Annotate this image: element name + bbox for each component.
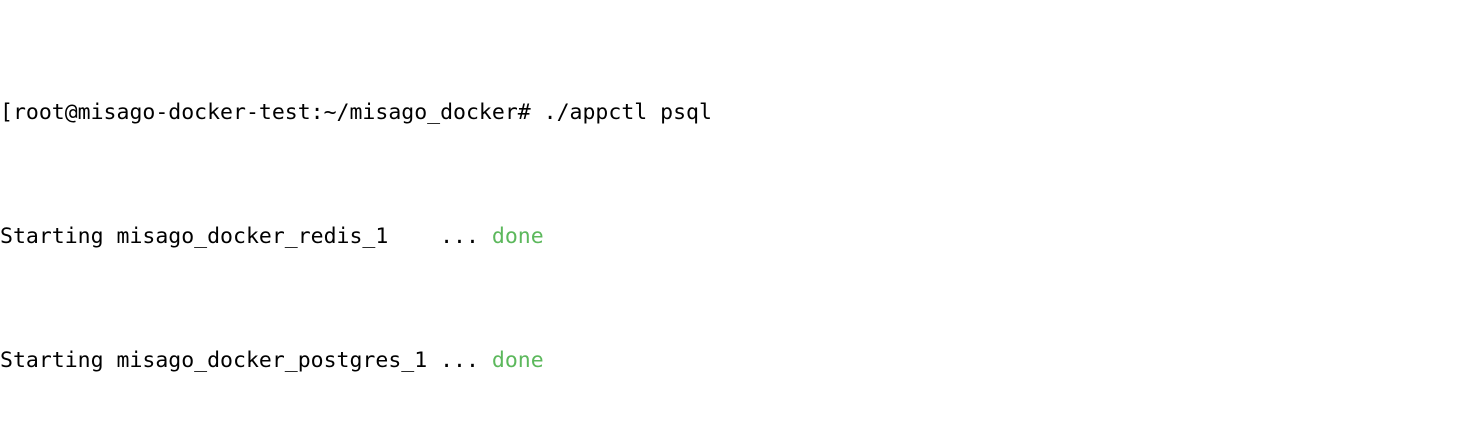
- compose-line-postgres: Starting misago_docker_postgres_1 ... do…: [0, 345, 1359, 376]
- compose-redis-text: Starting misago_docker_redis_1 ...: [0, 224, 492, 249]
- shell-prompt-line: [root@misago-docker-test:~/misago_docker…: [0, 97, 1359, 128]
- compose-redis-status: done: [491, 224, 544, 249]
- compose-postgres-text: Starting misago_docker_postgres_1 ...: [0, 348, 492, 373]
- compose-postgres-status: done: [491, 348, 544, 373]
- compose-line-redis: Starting misago_docker_redis_1 ... done: [0, 221, 1359, 252]
- terminal-screen[interactable]: [root@misago-docker-test:~/misago_docker…: [0, 4, 1359, 434]
- shell-prompt-and-command: [root@misago-docker-test:~/misago_docker…: [0, 100, 712, 125]
